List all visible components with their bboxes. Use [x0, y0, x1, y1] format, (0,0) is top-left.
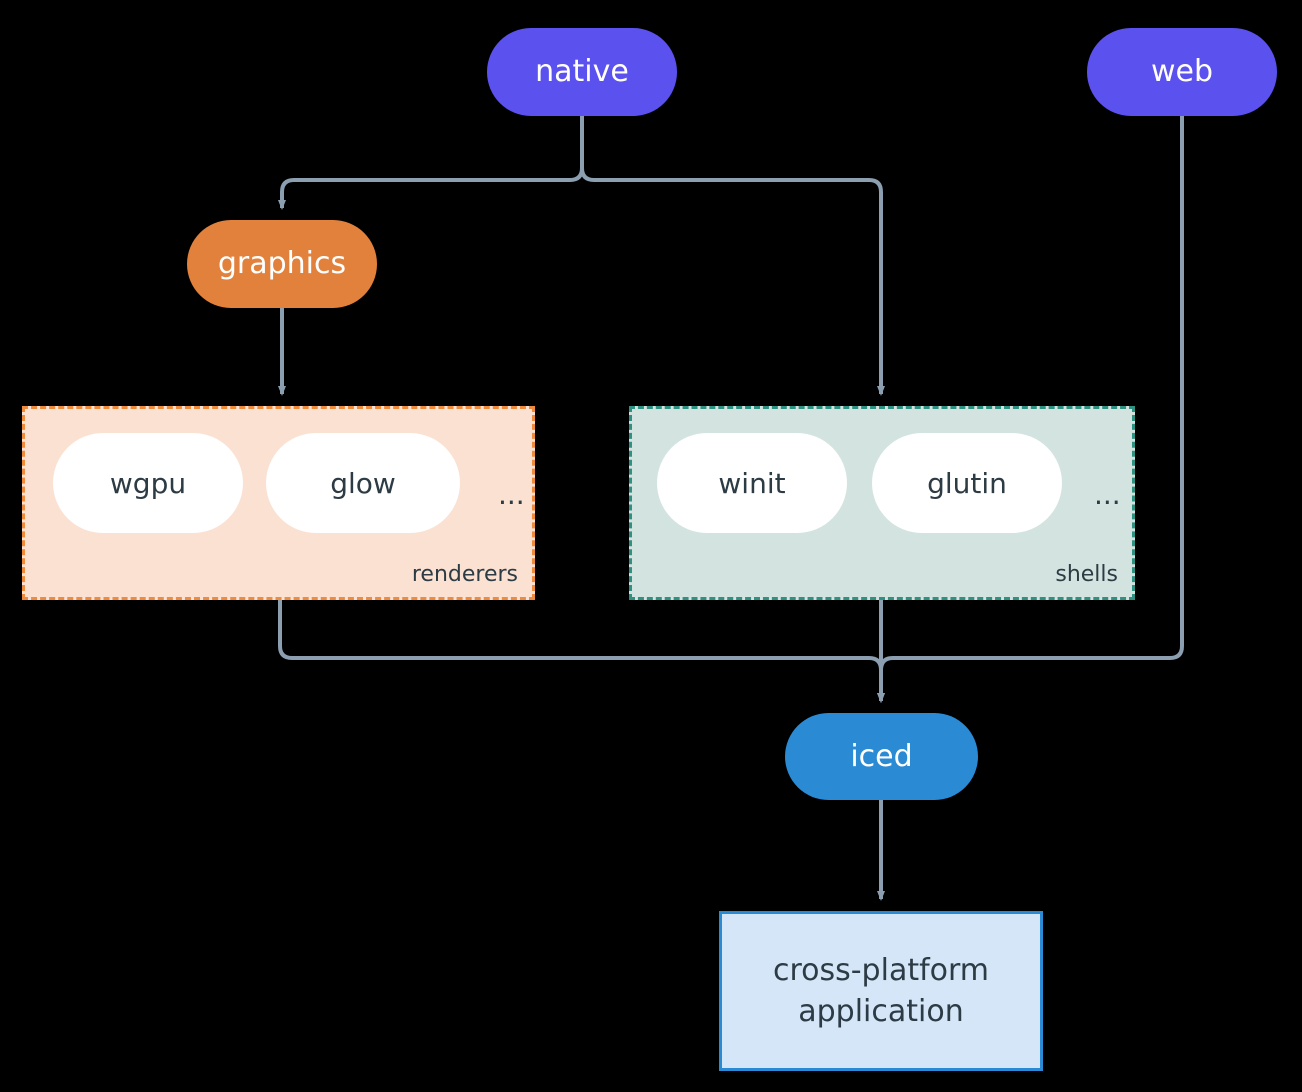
- application-label-wrapper: cross-platform application: [773, 950, 989, 1033]
- node-wgpu-label: wgpu: [109, 466, 187, 500]
- shells-overflow-ellipsis: ...: [1094, 478, 1121, 511]
- node-glow-label: glow: [330, 466, 396, 500]
- node-web[interactable]: web: [1087, 28, 1277, 116]
- group-shells: winit glutin ... shells: [629, 406, 1135, 600]
- node-glow[interactable]: glow: [266, 433, 460, 533]
- node-graphics-label: graphics: [217, 246, 347, 282]
- edge-renderers-to-iced: [278, 600, 885, 703]
- group-renderers-label: renderers: [411, 562, 518, 587]
- node-cross-platform-application[interactable]: cross-platform application: [719, 911, 1043, 1071]
- node-wgpu[interactable]: wgpu: [53, 433, 243, 533]
- node-iced[interactable]: iced: [785, 713, 978, 800]
- group-renderers: wgpu glow ... renderers: [22, 406, 535, 600]
- node-native[interactable]: native: [487, 28, 677, 116]
- node-winit-label: winit: [718, 466, 786, 500]
- renderers-overflow-ellipsis: ...: [498, 478, 525, 511]
- group-shells-label: shells: [1055, 562, 1118, 587]
- node-winit[interactable]: winit: [657, 433, 847, 533]
- application-label-line1: cross-platform: [772, 952, 990, 988]
- node-native-label: native: [535, 54, 629, 90]
- edge-native-to-shells: [580, 116, 885, 396]
- application-label-line2: application: [798, 994, 964, 1029]
- edge-native-to-graphics: [278, 116, 584, 210]
- node-glutin[interactable]: glutin: [872, 433, 1062, 533]
- node-graphics[interactable]: graphics: [187, 220, 377, 308]
- node-glutin-label: glutin: [927, 466, 1007, 500]
- node-iced-label: iced: [850, 738, 913, 774]
- node-web-label: web: [1150, 54, 1214, 90]
